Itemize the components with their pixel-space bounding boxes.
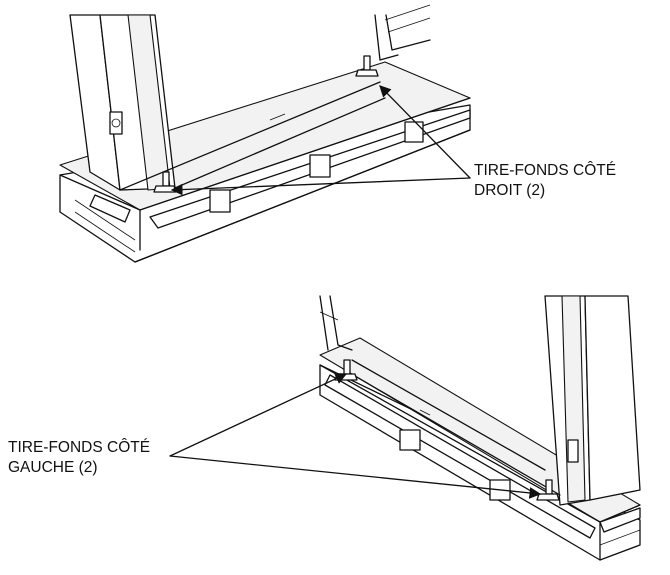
bottom-cabinet-handle: [567, 439, 579, 463]
leader-arrows-right: [170, 85, 471, 196]
callout-right-lag-bolts: TIRE-FONDS CÔTÉ DROIT (2): [474, 161, 616, 201]
arrow-right-to-rear-bolt: [379, 85, 471, 179]
top-cabinet-handle: [109, 111, 123, 135]
callout-right-line2: DROIT (2): [474, 182, 546, 199]
top-pallet-block: [404, 121, 424, 143]
top-lag-bolt-rear: [355, 55, 379, 77]
top-pallet-illustration: [59, 4, 471, 263]
arrow-left-to-front-bolt: [169, 455, 542, 499]
arrow-right-to-front-bolt: [170, 177, 471, 196]
callout-left-line2: GAUCHE (2): [8, 459, 98, 476]
bottom-cabinet-side: [584, 295, 641, 501]
top-pallet-block: [309, 154, 331, 178]
callout-right-line1: TIRE-FONDS CÔTÉ: [474, 162, 617, 179]
bottom-right-skid: [599, 507, 641, 533]
top-left-skid: [89, 194, 131, 223]
bottom-front-skid: [324, 374, 596, 539]
arrow-left-to-rear-bolt: [169, 373, 348, 457]
callout-left-lag-bolts: TIRE-FONDS CÔTÉ GAUCHE (2): [8, 438, 150, 478]
bottom-pallet-block: [399, 429, 421, 451]
bottom-pallet-illustration: [319, 295, 641, 561]
leader-arrows-left: [169, 373, 542, 499]
callout-left-line1: TIRE-FONDS CÔTÉ: [8, 439, 151, 456]
top-pallet-block: [209, 189, 231, 213]
